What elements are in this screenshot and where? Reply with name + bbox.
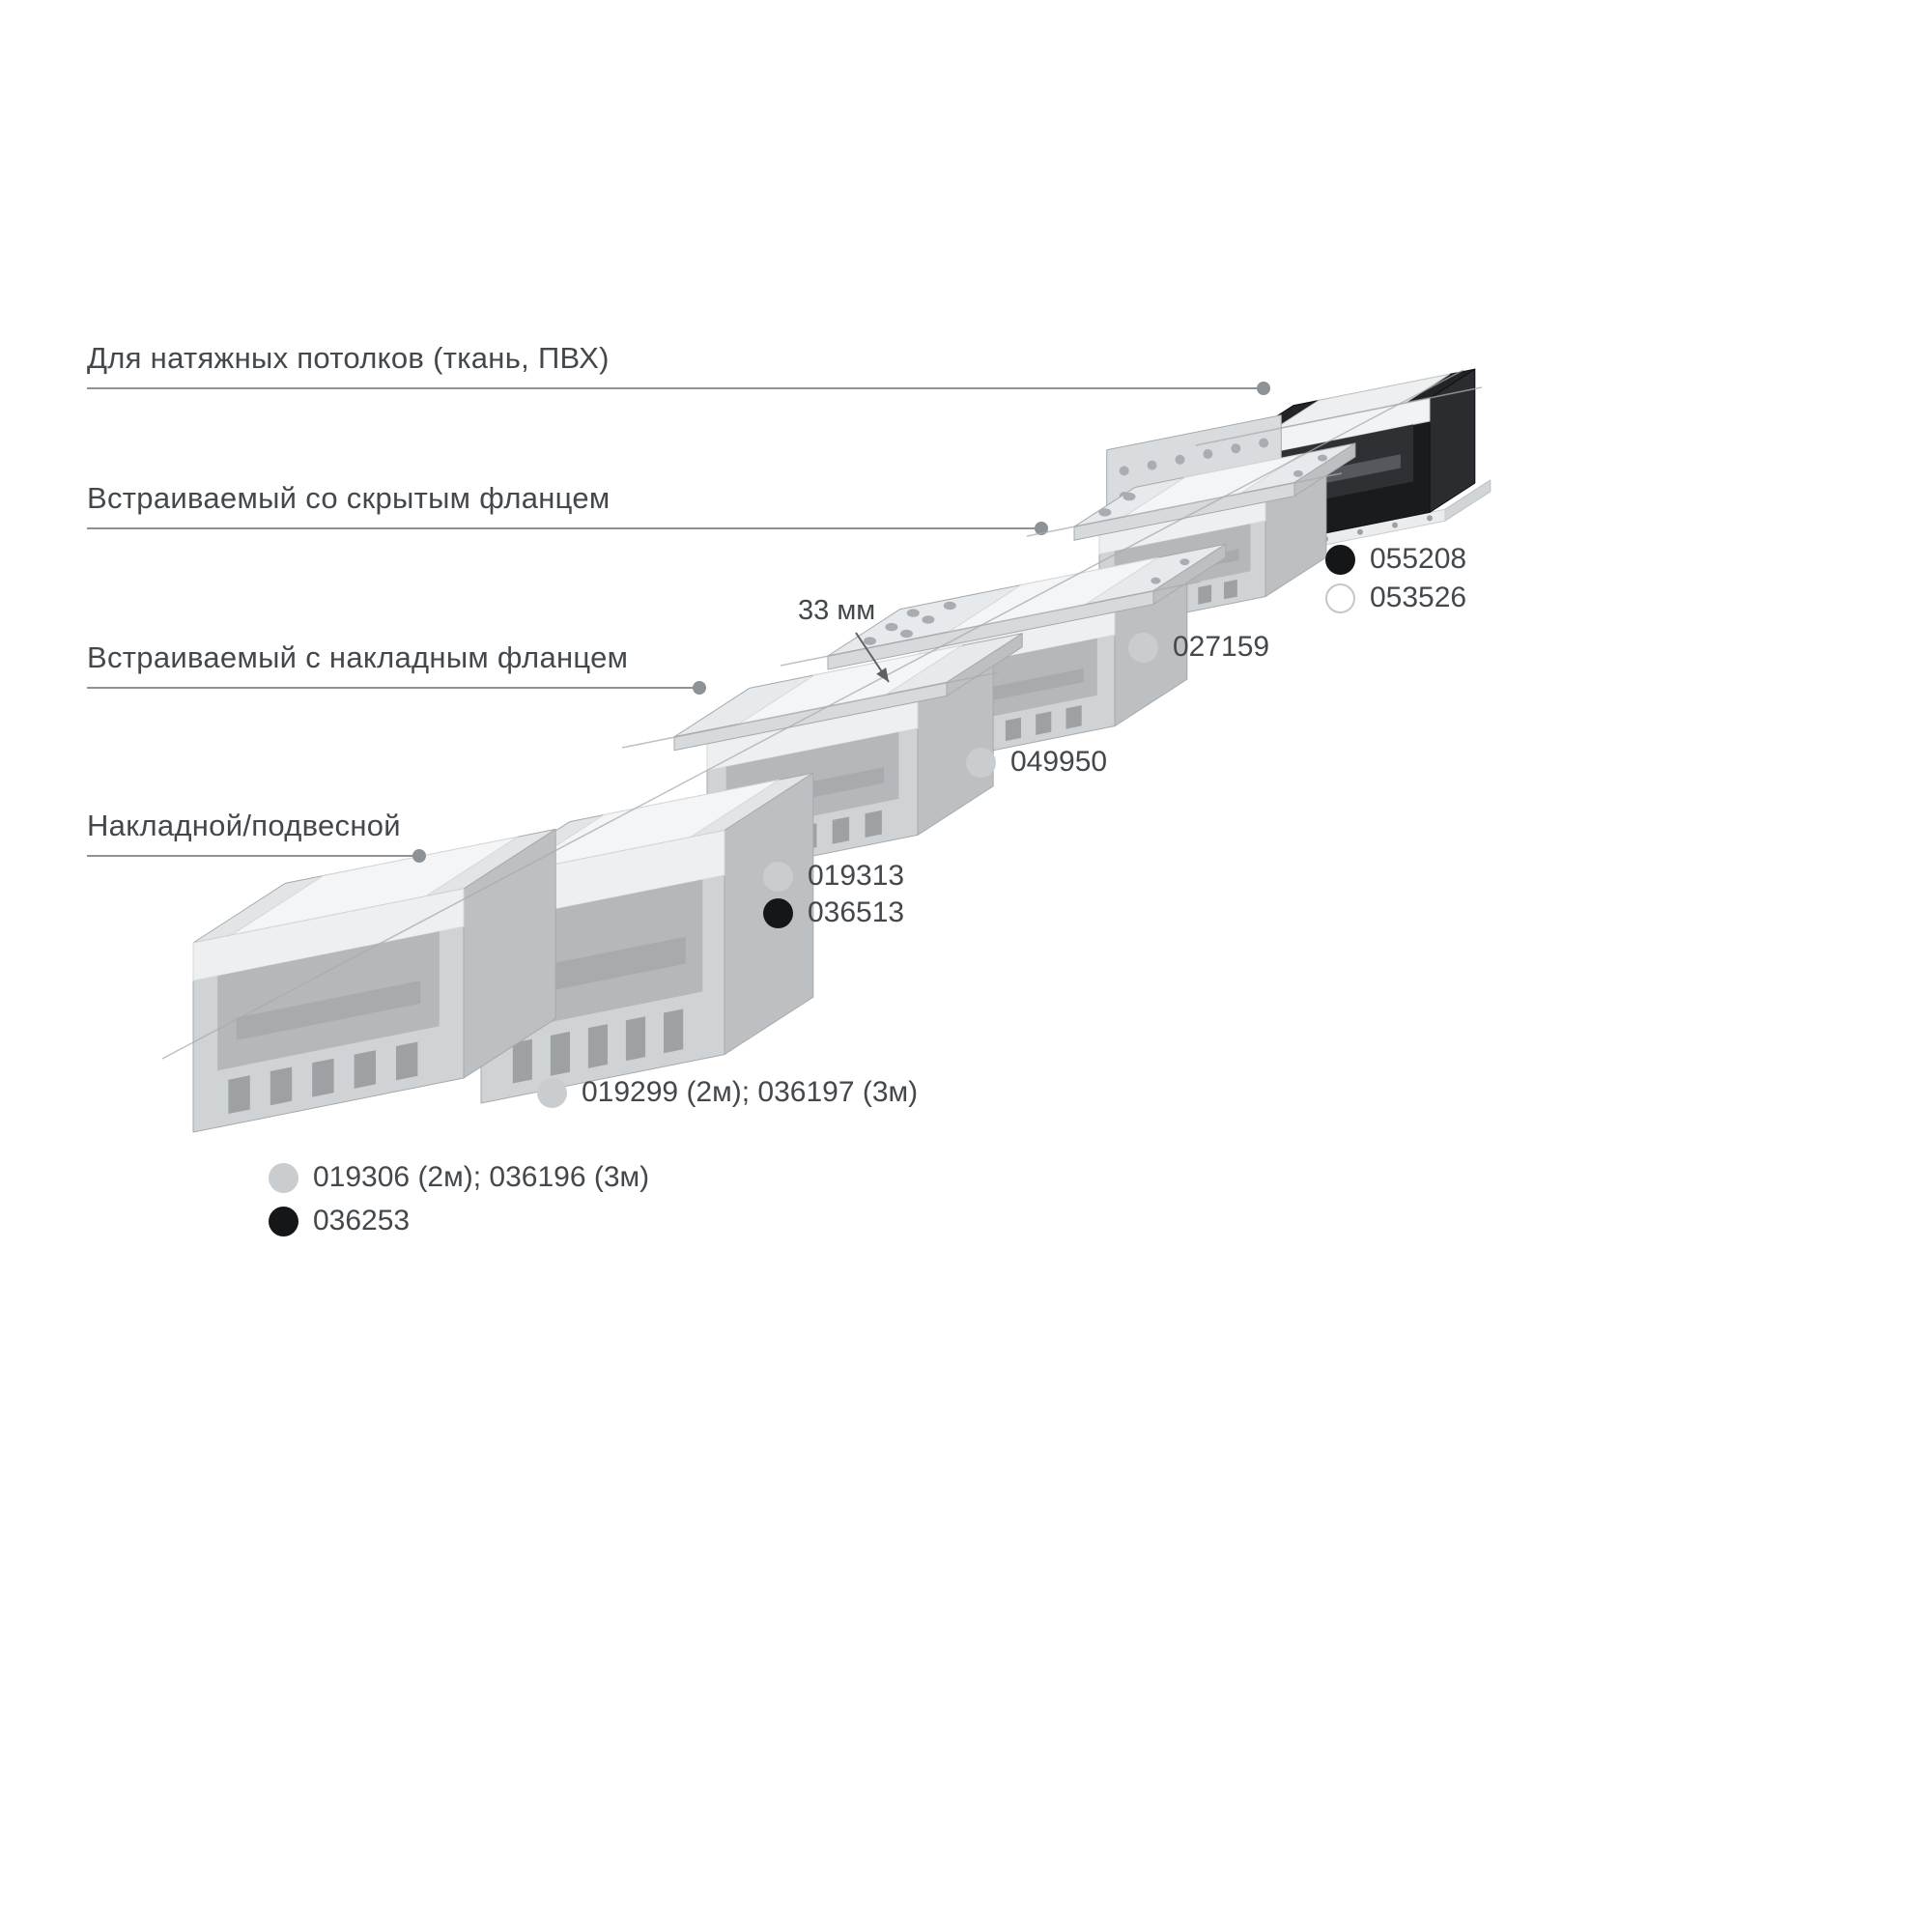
code-text: 036253	[313, 1205, 411, 1236]
code-text: 055208	[1370, 543, 1467, 575]
product-illustrations	[192, 368, 1492, 1133]
code-text: 053526	[1370, 582, 1467, 613]
product-code-row: 019313	[763, 860, 904, 893]
code-marker-icon	[1325, 582, 1355, 613]
code-marker-icon	[269, 1162, 298, 1193]
code-marker-icon	[269, 1206, 298, 1236]
product-code-row: 019306 (2м); 036196 (3м)	[269, 1161, 649, 1194]
code-text: 019299 (2м); 036197 (3м)	[582, 1076, 919, 1108]
code-text: 019313	[808, 860, 905, 892]
product-code-row: 036253	[269, 1205, 410, 1237]
code-marker-icon	[537, 1077, 567, 1108]
code-marker-icon	[1325, 544, 1355, 575]
category-label-recessed-surface-flange: Встраиваемый с накладным фланцем	[87, 640, 629, 674]
code-text: 049950	[1010, 746, 1108, 778]
dimension-label: 33 мм	[798, 595, 876, 626]
code-marker-icon	[1128, 632, 1158, 663]
product-code-row: 027159	[1128, 631, 1269, 664]
category-label-surface-suspended: Накладной/подвесной	[87, 809, 401, 842]
category-label-stretch-ceilings: Для натяжных потолков (ткань, ПВХ)	[87, 341, 610, 375]
code-text: 019306 (2м); 036196 (3м)	[313, 1161, 650, 1193]
product-code-row: 055208	[1325, 543, 1466, 576]
product-code-row: 019299 (2м); 036197 (3м)	[537, 1076, 918, 1109]
product-illustration-surface-large	[192, 828, 556, 1133]
code-marker-icon	[966, 747, 996, 778]
code-text: 036513	[808, 896, 905, 928]
code-marker-icon	[763, 897, 793, 928]
code-text: 027159	[1173, 631, 1270, 663]
product-code-row: 049950	[966, 746, 1107, 779]
leader-lines	[87, 369, 1483, 1060]
code-marker-icon	[763, 861, 793, 892]
category-label-recessed-hidden-flange: Встраиваемый со скрытым фланцем	[87, 481, 611, 515]
product-code-row: 053526	[1325, 582, 1466, 614]
product-code-row: 036513	[763, 896, 904, 929]
